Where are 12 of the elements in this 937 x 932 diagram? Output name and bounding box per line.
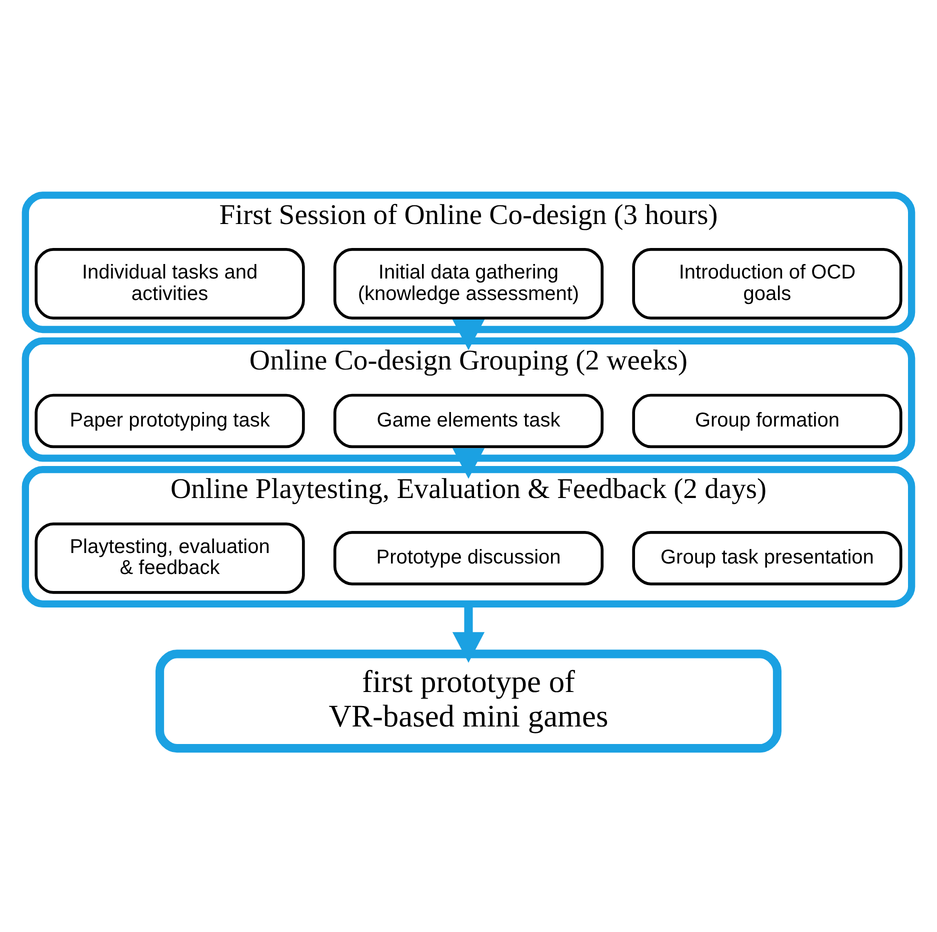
node-box: Playtesting, evaluation & feedback bbox=[34, 522, 305, 594]
node-box: Introduction of OCD goals bbox=[632, 248, 902, 320]
node-box: first prototype of VR-based mini games bbox=[155, 650, 782, 753]
node-box: Individual tasks and activities bbox=[34, 248, 305, 320]
node-box: Paper prototyping task bbox=[34, 394, 305, 448]
arrow bbox=[452, 448, 485, 479]
node-box: Group task presentation bbox=[632, 531, 902, 586]
node-box: Game elements task bbox=[333, 394, 604, 448]
node-box: Group formation bbox=[632, 394, 902, 448]
node-box: Prototype discussion bbox=[333, 531, 604, 586]
node-box: Initial data gathering (knowledge assessment) bbox=[333, 248, 604, 320]
arrow bbox=[452, 320, 485, 350]
